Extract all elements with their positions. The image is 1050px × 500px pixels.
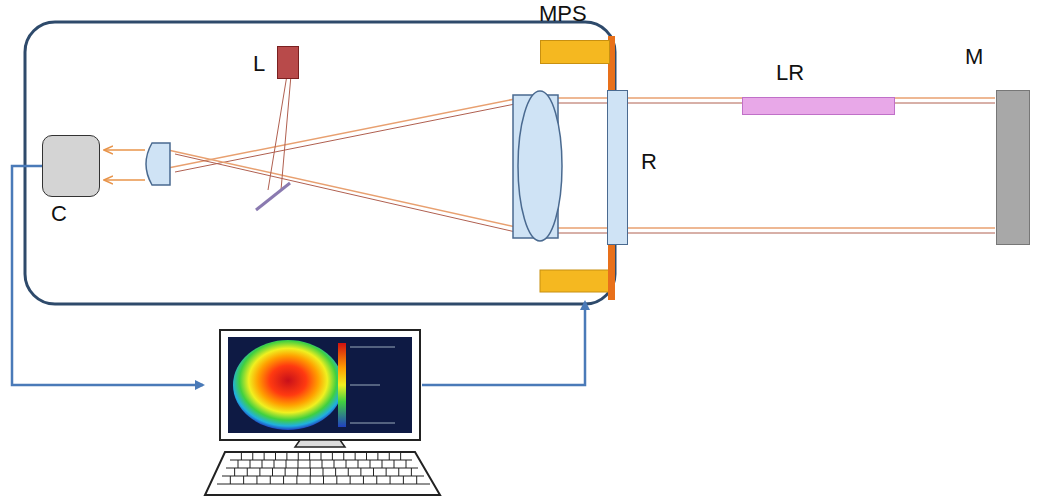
part-label: LR: [776, 62, 804, 84]
part-label: R: [641, 151, 657, 173]
part-label: C: [51, 203, 67, 225]
mirror: M: [996, 90, 1030, 245]
motion-stage: MPS: [540, 40, 610, 64]
part-label: L: [253, 53, 265, 75]
laser-source: L: [277, 46, 299, 79]
housing: [25, 22, 615, 304]
laser-rod: LR: [742, 97, 895, 115]
part-label: MPS: [539, 3, 587, 25]
mps-block: [540, 270, 610, 292]
beam-splitter: [256, 183, 290, 210]
reference-plate: R: [607, 90, 628, 245]
computer: [205, 330, 440, 495]
collimator-lens: [513, 91, 562, 241]
camera: C: [42, 135, 100, 197]
part-label: M: [965, 46, 983, 68]
small-lens: [146, 143, 170, 185]
